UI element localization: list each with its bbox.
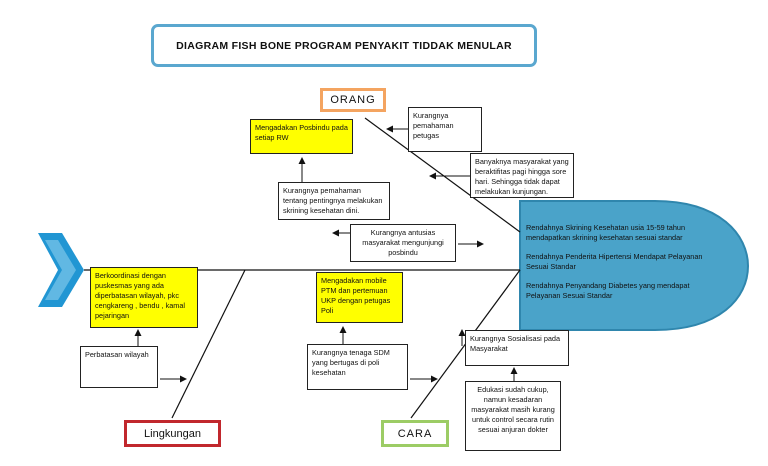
fish-head: [519, 200, 750, 331]
bone-lingkungan: [171, 269, 246, 419]
problem-line-3: Rendahnya Penyandang Diabetes yang menda…: [526, 281, 690, 300]
problem-statement: Rendahnya Skrining Kesehatan usia 15-59 …: [526, 223, 716, 310]
cara-cause-1: Kurangnya tenaga SDM yang bertugas di po…: [307, 344, 408, 390]
cara-solution-box: Mengadakan mobile PTM dan pertemuan UKP …: [316, 272, 403, 323]
lingkungan-cause-1: Perbatasan wilayah: [80, 346, 158, 388]
fish-tail-inner: [45, 240, 76, 300]
cara-cause-3: Edukasi sudah cukup, namun kesadaran mas…: [465, 381, 561, 451]
problem-line-1: Rendahnya Skrining Kesehatan usia 15-59 …: [526, 223, 686, 242]
category-cara: CARA: [381, 420, 449, 447]
lingkungan-solution-box: Berkoordinasi dengan puskesmas yang ada …: [90, 267, 198, 328]
orang-cause-3: Kurangnya pemahaman tentang pentingnya m…: [278, 182, 390, 220]
bone-orang: [364, 117, 521, 233]
orang-cause-1: Kurangnya pemahaman petugas: [408, 107, 482, 152]
category-lingkungan: Lingkungan: [124, 420, 221, 447]
diagram-title: DIAGRAM FISH BONE PROGRAM PENYAKIT TIDDA…: [151, 24, 537, 67]
cara-cause-2: Kurangnya Sosialisasi pada Masyarakat: [465, 330, 569, 366]
problem-line-2: Rendahnya Penderita Hipertensi Mendapat …: [526, 252, 703, 271]
category-orang: ORANG: [320, 88, 386, 112]
orang-solution-box: Mengadakan Posbindu pada setiap RW: [250, 119, 353, 154]
orang-cause-2: Banyaknya masyarakat yang beraktifitas p…: [470, 153, 574, 198]
orang-cause-4: Kurangnya antusias masyarakat mengunjung…: [350, 224, 456, 262]
fish-tail: [38, 233, 84, 307]
